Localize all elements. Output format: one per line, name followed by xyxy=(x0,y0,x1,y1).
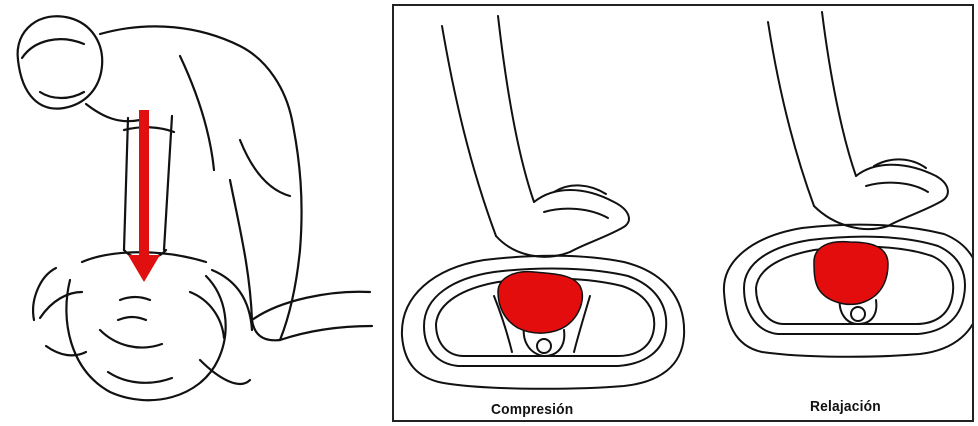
caption-relaxation: Relajación xyxy=(810,398,881,415)
heart-relaxed xyxy=(814,242,888,305)
chest-cross-section-panel: Compresión Relajación xyxy=(392,4,974,422)
chest-cross-section-figure xyxy=(394,6,972,420)
heart-compressed xyxy=(498,272,582,333)
arrow-down-icon xyxy=(128,110,160,282)
rescuer-kneeling-icon xyxy=(0,0,380,426)
rescuer-illustration xyxy=(0,0,380,426)
caption-compression: Compresión xyxy=(491,401,573,418)
